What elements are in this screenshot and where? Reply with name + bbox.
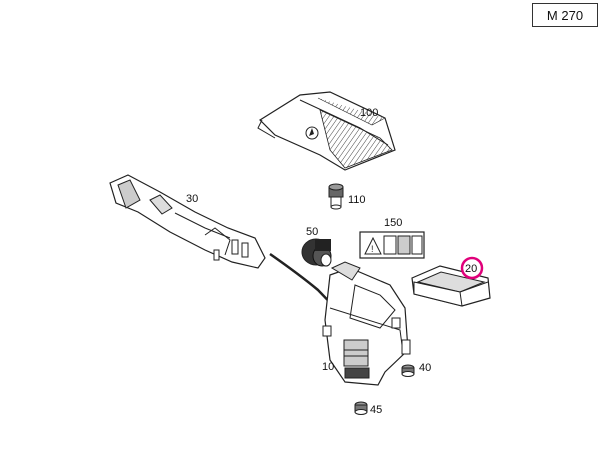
- highlight-marker-20: [460, 256, 484, 280]
- part-label-50: 50: [306, 226, 318, 238]
- engine-cover-part[interactable]: [257, 91, 396, 171]
- part-label-20: 20: [465, 263, 477, 275]
- svg-text:!: !: [371, 244, 374, 254]
- part-label-150: 150: [384, 217, 402, 229]
- part-label-45: 45: [370, 404, 382, 416]
- part-label-100: 100: [360, 107, 378, 119]
- air-filter-housing-part[interactable]: [322, 261, 411, 386]
- leader-line: [269, 252, 346, 319]
- part-label-30: 30: [186, 193, 198, 205]
- warning-label-part[interactable]: !: [359, 231, 425, 259]
- intake-duct-part[interactable]: [109, 174, 266, 269]
- resonator-part[interactable]: [301, 238, 332, 267]
- grommet-part[interactable]: [328, 183, 344, 210]
- rubber-mount-right-part[interactable]: [401, 364, 415, 377]
- part-label-10: 10: [322, 361, 334, 373]
- model-code-badge: M 270: [532, 3, 598, 27]
- part-label-110: 110: [348, 194, 366, 206]
- part-label-40: 40: [419, 362, 431, 374]
- rubber-mount-bottom-part[interactable]: [354, 401, 368, 415]
